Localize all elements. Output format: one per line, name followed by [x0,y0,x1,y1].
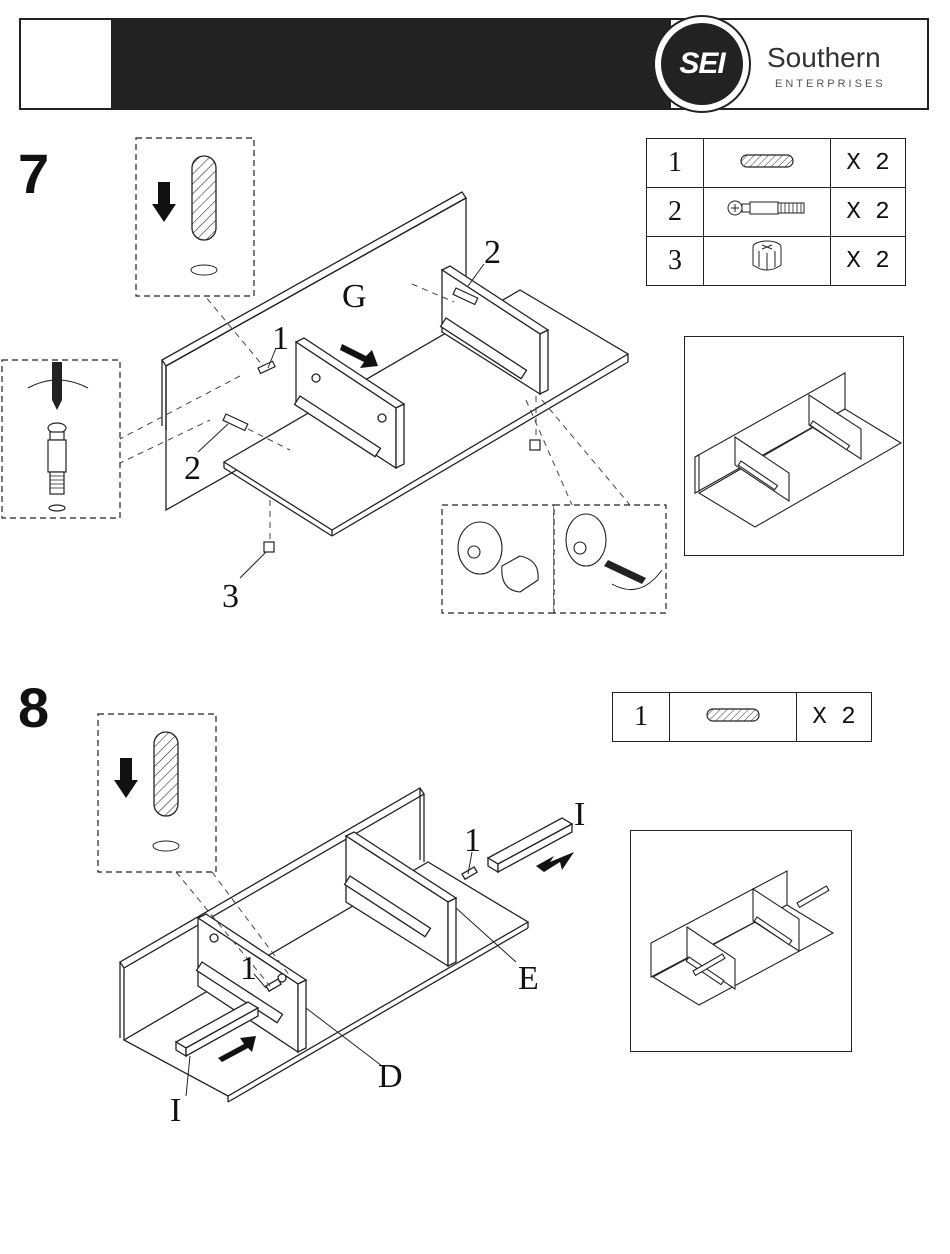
step-7-preview [684,336,904,556]
callout-1-top: 1 [464,824,481,858]
step-7-preview-drawing [685,337,903,555]
callout-i-top: I [574,798,585,832]
callout-i-bottom: I [170,1094,181,1128]
callout-g: G [342,280,367,314]
dowel-icon [670,693,797,742]
part-qty: X 2 [797,693,872,742]
step-8-preview [630,830,852,1052]
callout-part-2-top: 2 [484,236,501,270]
parts-row: 1 X 2 [613,693,872,742]
callout-part-1: 1 [272,322,289,356]
step-8-parts-table: 1 X 2 [612,692,872,742]
callout-part-2-left: 2 [184,452,201,486]
step-8-preview-drawing [631,831,851,1051]
detail-tighten-box [554,505,666,613]
part-number: 1 [613,693,670,742]
callout-d: D [378,1060,403,1094]
callout-e: E [518,962,539,996]
step-8-number: 8 [18,680,49,736]
callout-part-3: 3 [222,580,239,614]
callout-1-bottom: 1 [240,952,257,986]
